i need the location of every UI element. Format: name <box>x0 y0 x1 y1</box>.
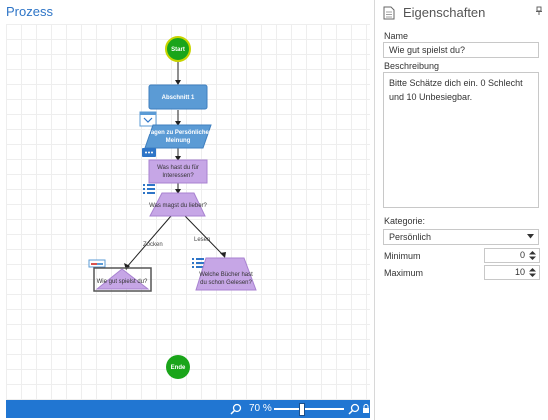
arrowheads <box>124 80 226 270</box>
spinner-arrows-icon[interactable] <box>528 250 537 261</box>
selected-question-node[interactable]: Wie gut spielst du? <box>93 267 152 292</box>
properties-title: Eigenschaften <box>403 5 486 20</box>
books-label-1: Welche Bücher hast <box>199 272 253 278</box>
edge-lieber-spiel <box>125 215 172 269</box>
maximum-label: Maximum <box>384 268 424 278</box>
interests-label-2: Interessen? <box>162 173 194 179</box>
zoom-statusbar: 70 % <box>6 400 370 418</box>
diagram-canvas[interactable]: Start Abschnitt 1 Fragen zu Persönlicher… <box>6 24 370 400</box>
connectors <box>125 62 225 269</box>
category-select[interactable]: Persönlich <box>383 229 539 245</box>
scale-icon[interactable] <box>88 259 106 268</box>
edge-lieber-buecher <box>184 215 225 257</box>
zoom-slider-track[interactable] <box>274 408 344 410</box>
maximum-stepper[interactable]: 10 <box>484 265 540 280</box>
end-label: Ende <box>171 365 186 371</box>
books-label-2: du schon Gelesen? <box>200 280 252 286</box>
process-title: Prozess <box>6 4 53 19</box>
chevron-marker-icon[interactable] <box>139 111 157 127</box>
section-label: Abschnitt 1 <box>162 95 195 101</box>
more-options-icon[interactable] <box>142 148 156 157</box>
books-node[interactable]: Welche Bücher hast du schon Gelesen? <box>195 257 257 291</box>
section-node[interactable]: Abschnitt 1 <box>148 84 208 110</box>
question-group-label-1: Fragen zu Persönlicher <box>145 130 212 136</box>
minimum-value: 0 <box>519 250 525 260</box>
edge-label-zocken: Zocken <box>143 242 163 248</box>
zoom-level-label: 70 % <box>249 403 272 414</box>
zoom-in-icon[interactable] <box>348 403 360 415</box>
properties-panel: Eigenschaften Name Wie gut spielst du? B… <box>374 0 548 420</box>
properties-header: Eigenschaften <box>383 5 543 21</box>
dropdown-arrow-icon[interactable] <box>527 234 534 239</box>
lock-icon[interactable] <box>362 404 370 414</box>
process-pane: Prozess Start <box>6 4 370 418</box>
end-node[interactable]: Ende <box>166 355 190 379</box>
minimum-stepper[interactable]: 0 <box>484 248 540 263</box>
start-label: Start <box>171 47 185 53</box>
description-textarea[interactable]: Bitte Schätze dich ein. 0 Schlecht und 1… <box>383 72 539 208</box>
decision-label: Was magst du lieber? <box>149 203 207 209</box>
question-group-label-2: Meinung <box>166 138 191 144</box>
start-node[interactable]: Start <box>165 36 191 62</box>
edge-label-lesen: Lesen <box>194 237 210 243</box>
category-value: Persönlich <box>389 232 432 242</box>
category-label: Kategorie: <box>384 216 426 226</box>
minimum-label: Minimum <box>384 251 421 261</box>
list-icon[interactable] <box>143 184 155 194</box>
description-label: Beschreibung <box>384 61 440 71</box>
pin-icon[interactable] <box>535 6 543 16</box>
interests-label-1: Was hast du für <box>157 165 199 171</box>
name-label: Name <box>384 31 409 41</box>
zoom-out-icon[interactable] <box>230 403 242 415</box>
document-icon <box>383 6 395 20</box>
decision-node[interactable]: Was magst du lieber? <box>149 192 208 217</box>
zoom-slider-thumb[interactable] <box>299 403 305 416</box>
spinner-arrows-icon[interactable] <box>528 267 537 278</box>
maximum-value: 10 <box>514 267 525 277</box>
selected-question-label: Wie gut spielst du? <box>97 279 148 285</box>
name-field[interactable]: Wie gut spielst du? <box>383 42 539 58</box>
question-group-node[interactable]: Fragen zu Persönlicher Meinung <box>144 124 212 149</box>
interests-node[interactable]: Was hast du für Interessen? <box>148 159 208 184</box>
process-diagram[interactable]: Start Abschnitt 1 Fragen zu Persönlicher… <box>6 24 370 400</box>
list-icon-books[interactable] <box>192 258 204 268</box>
